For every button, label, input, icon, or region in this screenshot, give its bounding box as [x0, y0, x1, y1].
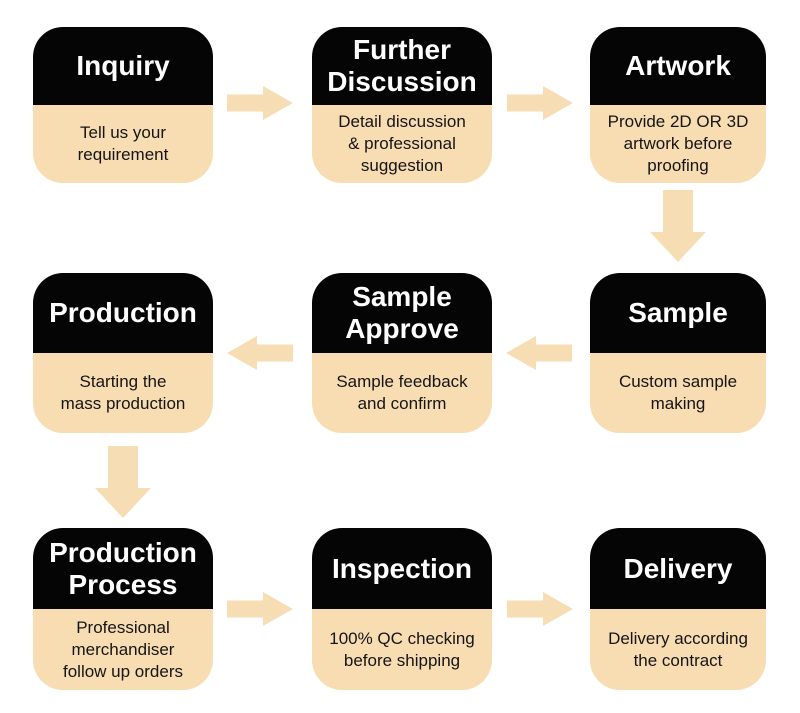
- step-description: Custom sample making: [618, 372, 738, 413]
- step-card-header: Production Process: [33, 528, 213, 609]
- step-card-body: Sample feedback and confirm: [312, 353, 492, 433]
- step-description: Sample feedback and confirm: [336, 372, 468, 413]
- step-title: Artwork: [625, 50, 731, 81]
- step-description: Provide 2D OR 3D artwork before proofing: [607, 112, 749, 175]
- step-card-header: Sample Approve: [312, 273, 492, 353]
- step-card-header: Sample: [590, 273, 766, 353]
- step-card-body: Detail discussion & professional suggest…: [312, 105, 492, 183]
- step-card-header: Inspection: [312, 528, 492, 609]
- step-description: Tell us your requirement: [77, 123, 169, 164]
- step-card-body: Delivery according the contract: [590, 609, 766, 690]
- step-card-artwork: Artwork Provide 2D OR 3D artwork before …: [590, 27, 766, 183]
- step-description: 100% QC checking before shipping: [329, 628, 475, 670]
- right-arrow-icon: [227, 592, 293, 626]
- step-card-header: Delivery: [590, 528, 766, 609]
- right-arrow-icon: [507, 592, 573, 626]
- step-title: Sample Approve: [345, 281, 459, 344]
- step-card-body: Starting the mass production: [33, 353, 213, 433]
- step-card-body: Tell us your requirement: [33, 105, 213, 183]
- step-card-header: Further Discussion: [312, 27, 492, 105]
- step-card-body: Custom sample making: [590, 353, 766, 433]
- step-card-header: Production: [33, 273, 213, 353]
- flow-arrow-sample-to-sample-approve: [506, 336, 572, 370]
- step-card-sample: Sample Custom sample making: [590, 273, 766, 433]
- step-description: Delivery according the contract: [608, 628, 748, 670]
- step-title: Production: [49, 297, 197, 328]
- step-card-body: Professional merchandiser follow up orde…: [33, 609, 213, 690]
- step-card-sample-approve: Sample Approve Sample feedback and confi…: [312, 273, 492, 433]
- flow-arrow-inspection-to-delivery: [507, 592, 573, 626]
- step-card-header: Artwork: [590, 27, 766, 105]
- flow-arrow-further-discussion-to-artwork: [507, 86, 573, 120]
- step-title: Inquiry: [76, 50, 170, 81]
- down-arrow-icon: [650, 190, 706, 262]
- step-card-delivery: Delivery Delivery according the contract: [590, 528, 766, 690]
- step-description: Detail discussion & professional suggest…: [338, 112, 466, 175]
- step-card-body: 100% QC checking before shipping: [312, 609, 492, 690]
- right-arrow-icon: [227, 86, 293, 120]
- step-card-body: Provide 2D OR 3D artwork before proofing: [590, 105, 766, 183]
- step-card-header: Inquiry: [33, 27, 213, 105]
- flow-arrow-sample-approve-to-production: [227, 336, 293, 370]
- left-arrow-icon: [506, 336, 572, 370]
- step-title: Further Discussion: [327, 34, 477, 97]
- step-card-inspection: Inspection 100% QC checking before shipp…: [312, 528, 492, 690]
- left-arrow-icon: [227, 336, 293, 370]
- flow-arrow-production-process-to-inspection: [227, 592, 293, 626]
- step-title: Production Process: [49, 536, 197, 600]
- step-description: Starting the mass production: [60, 372, 186, 413]
- down-arrow-icon: [95, 446, 151, 518]
- step-title: Sample: [628, 297, 728, 328]
- right-arrow-icon: [507, 86, 573, 120]
- step-title: Delivery: [623, 552, 733, 584]
- step-card-production-process: Production Process Professional merchand…: [33, 528, 213, 690]
- flow-arrow-inquiry-to-further-discussion: [227, 86, 293, 120]
- step-card-production: Production Starting the mass production: [33, 273, 213, 433]
- flow-arrow-production-to-production-process: [95, 446, 151, 518]
- step-card-further-discussion: Further Discussion Detail discussion & p…: [312, 27, 492, 183]
- step-title: Inspection: [331, 552, 472, 584]
- flow-arrow-artwork-to-sample: [650, 190, 706, 262]
- step-card-inquiry: Inquiry Tell us your requirement: [33, 27, 213, 183]
- step-description: Professional merchandiser follow up orde…: [62, 617, 183, 681]
